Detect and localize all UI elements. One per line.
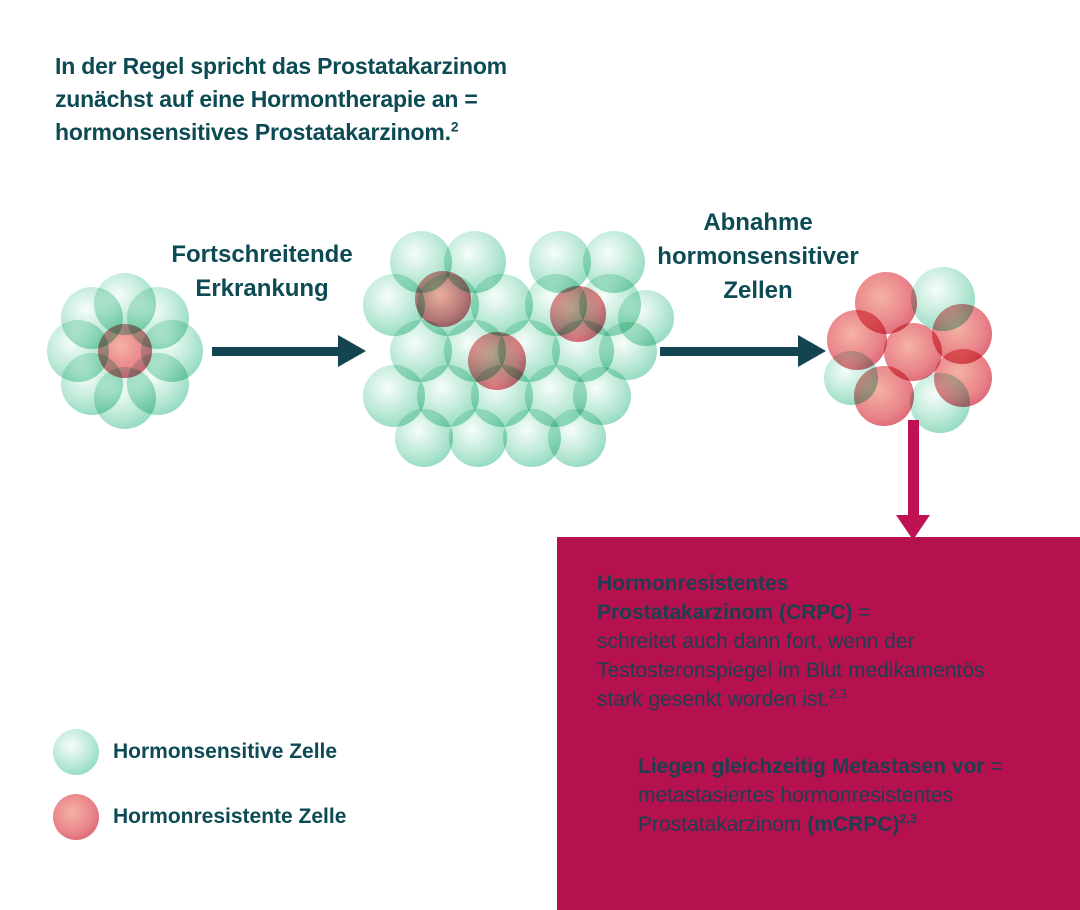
- hormone-sensitive-cell: [390, 320, 452, 382]
- hormone-sensitive-cell: [395, 409, 453, 467]
- label-decrease-line3: Zellen: [723, 277, 793, 304]
- hormone-resistant-cell-swatch: [53, 794, 99, 840]
- hormone-sensitive-cell: [911, 267, 975, 331]
- crpc-definition: Hormonresistentes Prostatakarzinom (CRPC…: [597, 569, 985, 714]
- hormone-sensitive-cell: [525, 365, 587, 427]
- hormone-sensitive-cell: [529, 231, 591, 293]
- title-reference: 2: [450, 119, 459, 135]
- hormone-resistant-cell: [932, 304, 992, 364]
- legend-item-hormone-sensitive: Hormonsensitive Zelle: [53, 729, 337, 775]
- mcrpc-body-line2: Prostatakarzinom (mCRPC)2,3: [638, 812, 917, 836]
- hormone-resistant-cell: [934, 349, 992, 407]
- arrow-head: [798, 335, 826, 367]
- crpc-body-line2: Testosteronspiegel im Blut medikamentös: [597, 659, 985, 682]
- hormone-sensitive-cell: [363, 365, 425, 427]
- arrow-shaft: [212, 347, 338, 356]
- legend-item-hormone-resistant: Hormonresistente Zelle: [53, 794, 346, 840]
- hormone-sensitive-cell: [471, 365, 533, 427]
- hormone-resistant-cell: [98, 324, 152, 378]
- label-progression-line2: Erkrankung: [195, 275, 329, 302]
- label-decrease-line1: Abnahme: [703, 209, 813, 236]
- legend-label-hormone-resistant: Hormonresistente Zelle: [113, 805, 347, 828]
- mcrpc-heading: Liegen gleichzeitig Metastasen vor: [638, 755, 985, 778]
- equals-sign: =: [984, 755, 1003, 778]
- crpc-box: Hormonresistentes Prostatakarzinom (CRPC…: [557, 537, 1080, 910]
- title-line-3: hormonsensitives Prostatakarzinom.2: [55, 119, 459, 145]
- label-decrease-line2: hormonsensitiver: [657, 243, 859, 270]
- hormone-sensitive-cell: [94, 367, 156, 429]
- hormone-resistant-cell: [884, 323, 942, 381]
- crpc-body-line3: stark gesenkt worden ist.2,3: [597, 687, 847, 711]
- mcrpc-body-line1: metastasiertes hormonresistentes: [638, 784, 954, 807]
- hormone-resistant-cell: [854, 366, 914, 426]
- hormone-sensitive-cell: [61, 353, 123, 415]
- crpc-body-line1: schreitet auch dann fort, wenn der: [597, 630, 915, 653]
- arrow-right-icon-2: [660, 335, 826, 367]
- hormone-sensitive-cell: [548, 409, 606, 467]
- hormone-sensitive-cell: [127, 353, 189, 415]
- hormone-sensitive-cell: [824, 351, 878, 405]
- hormone-sensitive-cell: [498, 320, 560, 382]
- mcrpc-reference: 2,3: [899, 812, 917, 826]
- mcrpc-definition: Liegen gleichzeitig Metastasen vor = met…: [638, 752, 1003, 839]
- arrow-head: [896, 515, 930, 540]
- hormone-sensitive-cell: [573, 367, 631, 425]
- hormone-sensitive-cell: [471, 274, 533, 336]
- hormone-resistant-cell: [468, 332, 526, 390]
- crpc-reference: 2,3: [829, 687, 847, 701]
- crpc-heading-line1: Hormonresistentes: [597, 572, 789, 595]
- hormone-sensitive-cell: [525, 274, 587, 336]
- crpc-heading-line2: Prostatakarzinom (CRPC): [597, 601, 853, 624]
- page-title: In der Regel spricht das Prostatakarzino…: [55, 50, 507, 149]
- hormone-sensitive-cell: [417, 274, 479, 336]
- hormone-resistant-cell: [550, 286, 606, 342]
- title-line-2: zunächst auf eine Hormontherapie an =: [55, 86, 478, 112]
- hormone-sensitive-cell: [444, 231, 506, 293]
- label-cell-decrease: Abnahme hormonsensitiver Zellen: [608, 206, 908, 308]
- hormone-sensitive-cell-swatch: [53, 729, 99, 775]
- hormone-sensitive-cell: [449, 409, 507, 467]
- hormone-sensitive-cell: [552, 320, 614, 382]
- hormone-resistant-cell: [827, 310, 887, 370]
- hormone-sensitive-cell: [599, 322, 657, 380]
- legend-label-hormone-sensitive: Hormonsensitive Zelle: [113, 740, 338, 763]
- equals-sign: =: [852, 601, 871, 624]
- hormone-sensitive-cell: [417, 365, 479, 427]
- hormone-resistant-cell: [415, 271, 471, 327]
- mcrpc-abbreviation: (mCRPC): [807, 813, 900, 836]
- label-progression-line1: Fortschreitende: [171, 241, 353, 268]
- label-progressive-disease: Fortschreitende Erkrankung: [112, 238, 412, 306]
- arrow-down-icon: [896, 420, 931, 540]
- arrow-head: [338, 335, 366, 367]
- arrow-shaft: [908, 420, 919, 517]
- title-line-1: In der Regel spricht das Prostatakarzino…: [55, 53, 507, 79]
- arrow-right-icon-1: [212, 335, 366, 367]
- hormone-sensitive-cell: [503, 409, 561, 467]
- arrow-shaft: [660, 347, 798, 356]
- hormone-sensitive-cell: [141, 320, 203, 382]
- hormone-sensitive-cell: [47, 320, 109, 382]
- hormone-sensitive-cell: [444, 320, 506, 382]
